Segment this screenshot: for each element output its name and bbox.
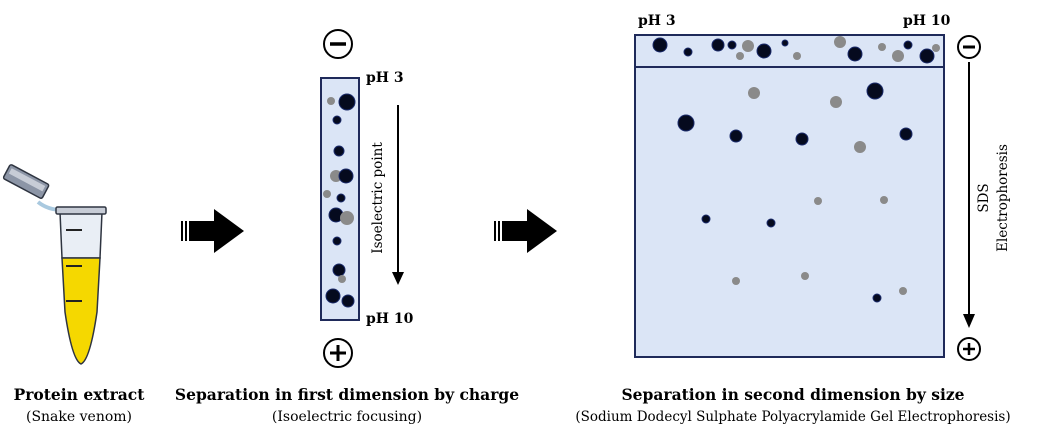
microcentrifuge-tube-icon	[2, 164, 107, 365]
gel-spots	[677, 82, 913, 303]
protein-spot	[814, 197, 822, 205]
ief-axis-label: Isoelectric point	[370, 142, 386, 254]
protein-spot	[332, 263, 346, 277]
stage1-title: Protein extract	[14, 385, 146, 404]
protein-spot	[878, 43, 886, 51]
down-arrow-icon	[963, 62, 975, 328]
block-arrow-right-icon	[181, 209, 244, 253]
protein-spot	[781, 39, 789, 47]
protein-spot	[766, 218, 776, 228]
protein-spot	[341, 294, 355, 308]
stage2-title: Separation in first dimension by charge	[175, 385, 519, 404]
gel-ph-right: pH 10	[903, 13, 951, 29]
stage2-subtitle: (Isoelectric focusing)	[272, 409, 422, 425]
stage3-subtitle: (Sodium Dodecyl Sulphate Polyacrylamide …	[575, 409, 1010, 425]
protein-spot	[736, 52, 744, 60]
protein-spot	[793, 52, 801, 60]
gel-axis-label-line2: Electrophoresis	[995, 144, 1011, 252]
gel-strip-spots	[652, 36, 940, 64]
protein-spot	[899, 127, 913, 141]
protein-spot	[336, 193, 346, 203]
protein-spot	[919, 48, 935, 64]
protein-spot	[338, 275, 346, 283]
sds-gel	[634, 66, 945, 358]
protein-spot	[899, 287, 907, 295]
protein-spot	[677, 114, 695, 132]
plus-sign-icon	[957, 337, 981, 361]
protein-spot	[652, 37, 668, 53]
protein-spot	[327, 97, 335, 105]
protein-spot	[338, 168, 354, 184]
ief-spots	[323, 93, 356, 308]
minus-sign-icon	[957, 35, 981, 59]
ief-ph-bottom: pH 10	[366, 311, 414, 327]
protein-spot	[323, 190, 331, 198]
protein-spot	[830, 96, 842, 108]
gel-axis-label-line1: SDS	[976, 183, 992, 212]
protein-spot	[854, 141, 866, 153]
protein-spot	[932, 44, 940, 52]
protein-spot	[732, 277, 740, 285]
gel-ph-left: pH 3	[638, 13, 676, 29]
protein-spot	[340, 211, 354, 225]
protein-spot	[834, 36, 846, 48]
protein-spot	[727, 40, 737, 50]
protein-spot	[338, 93, 356, 111]
protein-spot	[701, 214, 711, 224]
minus-sign-icon	[323, 29, 353, 59]
stage3-title: Separation in second dimension by size	[621, 385, 964, 404]
stage1-subtitle: (Snake venom)	[26, 409, 132, 425]
protein-spot	[332, 236, 342, 246]
protein-spot	[756, 43, 772, 59]
protein-spot	[333, 145, 345, 157]
protein-spot	[729, 129, 743, 143]
protein-spot	[866, 82, 884, 100]
ief-ph-top: pH 3	[366, 70, 404, 86]
protein-spot	[330, 170, 342, 182]
protein-spot	[872, 293, 882, 303]
block-arrow-right-icon	[494, 209, 557, 253]
down-arrow-icon	[392, 105, 404, 285]
protein-spot	[795, 132, 809, 146]
protein-spot	[903, 40, 913, 50]
protein-spot	[748, 87, 760, 99]
protein-spot	[325, 288, 341, 304]
protein-spot	[801, 272, 809, 280]
protein-spot	[332, 115, 342, 125]
protein-spot	[683, 47, 693, 57]
protein-spot	[847, 46, 863, 62]
protein-spot	[892, 50, 904, 62]
protein-spot	[711, 38, 725, 52]
protein-spot	[742, 40, 754, 52]
protein-spot	[880, 196, 888, 204]
plus-sign-icon	[323, 338, 353, 368]
